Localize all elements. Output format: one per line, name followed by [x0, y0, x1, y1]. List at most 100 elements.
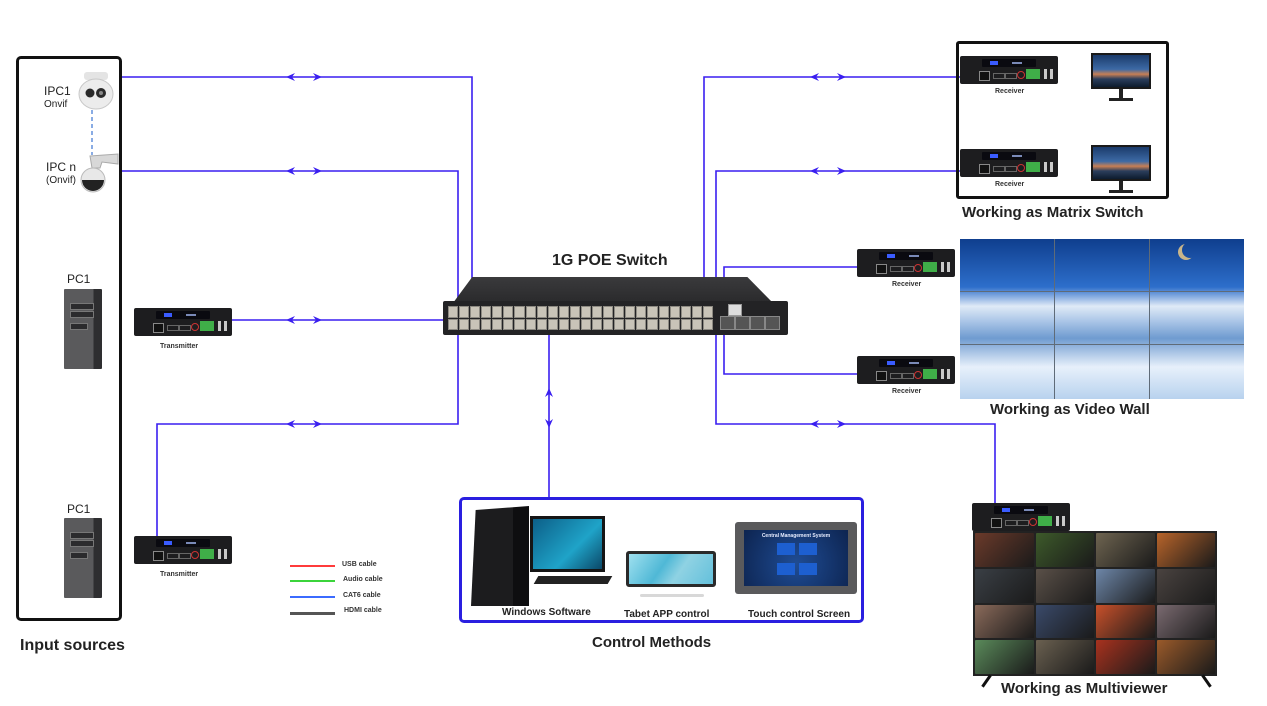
multiviewer-tile [1035, 568, 1094, 603]
switch-port [448, 306, 459, 318]
switch-title: 1G POE Switch [552, 252, 668, 269]
control-item-touch: Touch control Screen [748, 609, 851, 620]
multiviewer-tile [1156, 640, 1215, 674]
multiviewer-tile [1156, 604, 1215, 639]
ipc1-label: IPC1 [44, 84, 71, 98]
legend-cat6-label: CAT6 cable [343, 592, 381, 599]
switch-port [691, 306, 702, 318]
transmitter-label: Transmitter [160, 343, 199, 350]
transmitter-device [134, 536, 232, 564]
bidirectional-arrow [286, 167, 322, 175]
multiviewer-tile [1156, 568, 1215, 603]
multiviewer-tile [975, 533, 1034, 567]
multiviewer-tile [975, 640, 1034, 674]
switch-port [625, 318, 636, 330]
switch-port [658, 318, 669, 330]
multiviewer-tile [1035, 604, 1094, 639]
multiviewer-title: Working as Multiviewer [1001, 680, 1168, 697]
legend-usb-label: USB cable [342, 561, 377, 568]
legend-cat6-swatch [290, 596, 335, 598]
switch-port [614, 318, 625, 330]
switch-port [525, 306, 536, 318]
switch-port [536, 306, 547, 318]
video-wall-title: Working as Video Wall [990, 401, 1150, 418]
switch-port [514, 318, 525, 330]
switch-port [603, 306, 614, 318]
touch-screen-icon: Central Management System [735, 522, 857, 594]
switch-port [492, 318, 503, 330]
matrix-switch-group [956, 41, 1169, 199]
switch-port [525, 318, 536, 330]
switch-port [702, 306, 713, 318]
receiver-device [960, 149, 1058, 177]
receiver-device [857, 249, 955, 277]
legend-hdmi-swatch [290, 612, 335, 615]
switch-port [503, 306, 514, 318]
switch-port [580, 318, 592, 330]
control-methods-group [459, 497, 864, 623]
switch-port [680, 318, 691, 330]
bidirectional-arrow [286, 316, 322, 324]
switch-port [470, 306, 481, 318]
desktop-pc-icon [471, 506, 529, 606]
receiver-device [972, 503, 1070, 531]
receiver-label: Receiver [995, 88, 1025, 95]
switch-port [459, 306, 470, 318]
desktop-monitor-icon [530, 516, 605, 572]
switch-port [658, 306, 669, 318]
legend-audio-label: Audio cable [343, 576, 383, 583]
control-item-tablet: Tabet APP control [624, 609, 710, 620]
switch-port [547, 318, 558, 330]
switch-port [702, 318, 713, 330]
control-methods-title: Control Methods [592, 634, 712, 651]
switch-port [680, 306, 691, 318]
video-wall-display [960, 239, 1244, 399]
switch-port [558, 306, 569, 318]
switch-port [470, 318, 481, 330]
switch-port [558, 318, 569, 330]
switch-port [647, 306, 658, 318]
multiviewer-tile [1035, 533, 1094, 567]
receiver-device [960, 56, 1058, 84]
cable-legend: USB cable Audio cable CAT6 cable HDMI ca… [290, 560, 410, 620]
bidirectional-arrow [810, 73, 846, 81]
legend-hdmi-label: HDMI cable [344, 607, 382, 614]
bidirectional-arrow [286, 73, 322, 81]
dome-camera-icon [76, 72, 116, 110]
switch-port [580, 306, 592, 318]
pc1-label: PC1 [67, 272, 91, 286]
poe-switch [443, 277, 788, 335]
multiviewer-tile [975, 568, 1034, 603]
switch-port [514, 306, 525, 318]
stylus-icon [640, 594, 704, 597]
pc-tower-icon [64, 518, 102, 598]
switch-port [569, 318, 580, 330]
bidirectional-arrow [810, 420, 846, 428]
multiviewer-tile [1096, 640, 1155, 674]
legend-usb-swatch [290, 565, 335, 567]
receiver-device [857, 356, 955, 384]
multiviewer-tile [1156, 533, 1215, 567]
switch-port [691, 318, 702, 330]
switch-port [636, 318, 647, 330]
switch-port [592, 318, 603, 330]
switch-port [669, 318, 680, 330]
switch-port [459, 318, 470, 330]
multiviewer-tile [1096, 533, 1155, 567]
switch-port [536, 318, 547, 330]
multiviewer-tile [1096, 568, 1155, 603]
multiviewer-tile [1096, 604, 1155, 639]
moon-icon [1182, 242, 1198, 258]
switch-port [592, 306, 603, 318]
switch-port [547, 306, 558, 318]
switch-port [492, 306, 503, 318]
transmitter-label: Transmitter [160, 571, 199, 578]
ipcn-sublabel: (Onvif) [46, 175, 76, 186]
input-sources-title: Input sources [20, 637, 125, 654]
monitor-icon [1091, 145, 1151, 193]
tv-leg [981, 674, 992, 688]
receiver-label: Receiver [995, 181, 1025, 188]
multiviewer-tile [975, 604, 1034, 639]
keyboard-icon [533, 576, 613, 584]
touch-screen-title: Central Management System [761, 533, 831, 539]
